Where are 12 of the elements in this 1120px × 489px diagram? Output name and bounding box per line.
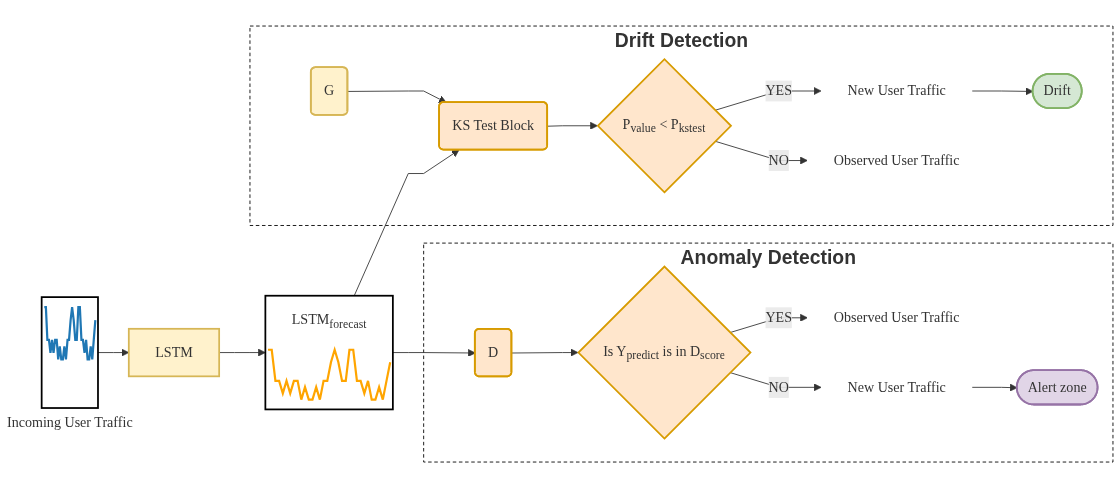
node-diamond: Is Y$_{predict}$ is in D$_{score}$ (577, 265, 752, 441)
node-text: Observed User Traffic (833, 310, 960, 326)
edge-label: YES (765, 310, 793, 326)
node-box: LSTM (127, 328, 221, 378)
edge-label: NO (768, 379, 789, 395)
chart-caption: Incoming User Traffic (7, 414, 133, 431)
edge-label: YES (765, 83, 793, 99)
node-text: Observed User Traffic (833, 153, 960, 169)
node-text: New User Traffic (847, 83, 946, 99)
node-diamond: P$_{value}$ < P$_{kstest}$ (596, 58, 733, 195)
edge-label: NO (768, 153, 789, 169)
node-text: New User Traffic (847, 379, 946, 395)
